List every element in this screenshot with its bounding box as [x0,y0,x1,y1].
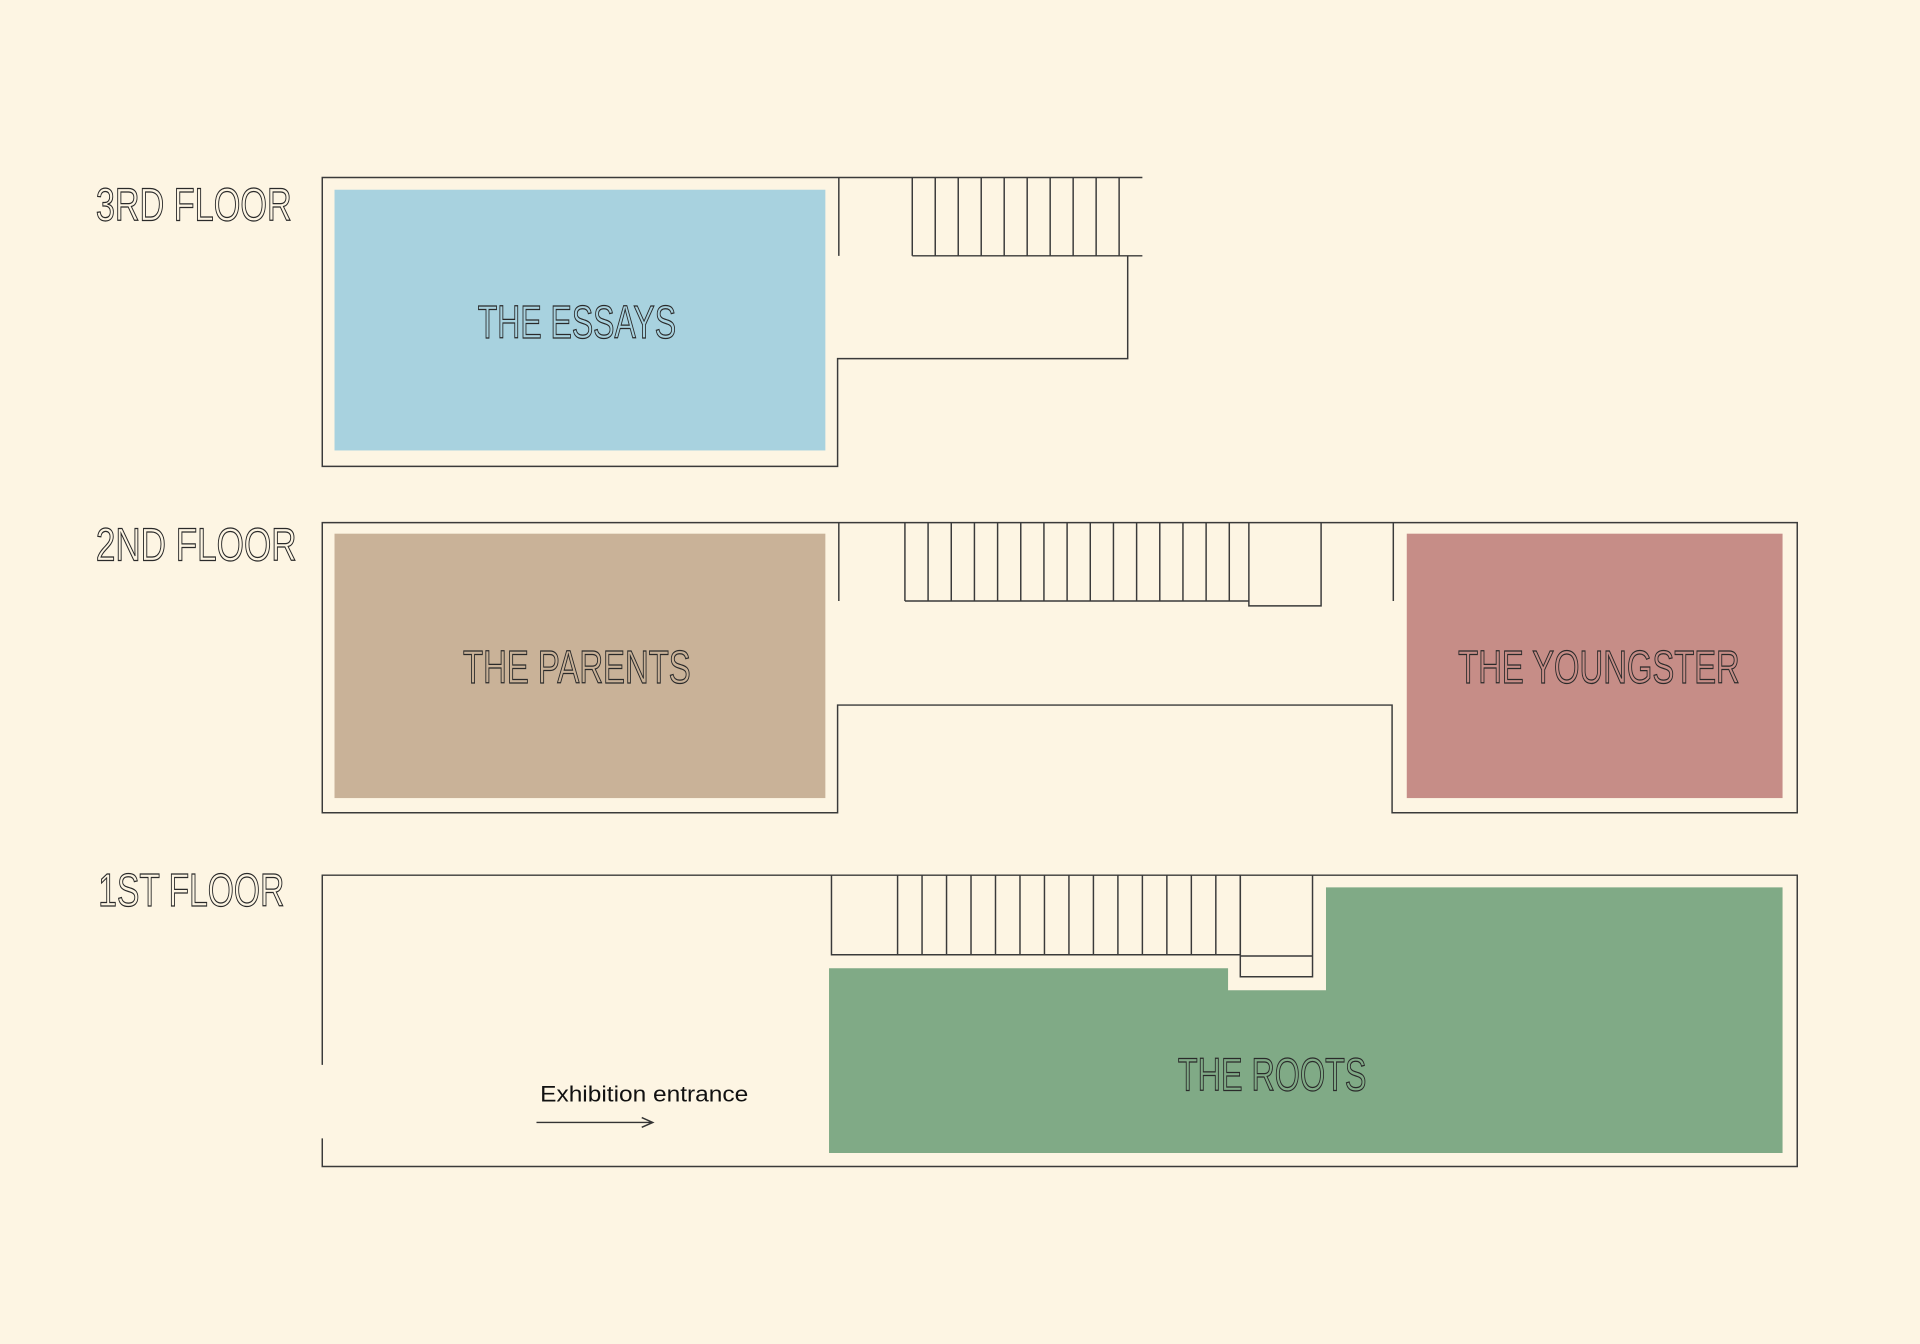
floor-label-3rd: 3RD FLOOR [96,178,292,230]
floor-label-1st: 1ST FLOOR [98,864,284,916]
second-floor: 2ND FLOOR THE PARENTS THE YOUNGSTER [95,518,1798,814]
wall [321,521,1798,814]
room-the-youngster[interactable] [1406,533,1783,799]
entrance-arrow-icon [536,1116,655,1129]
wall [321,874,1798,1168]
room-label-the-parents: THE PARENTS [463,641,691,693]
third-floor: 3RD FLOOR THE ESSAYS [95,176,1143,468]
room-label-the-essays: THE ESSAYS [478,296,676,348]
staircase [896,875,1242,955]
room-the-essays[interactable] [334,189,826,451]
entrance-label: Exhibition entrance [540,1082,748,1107]
staircase [911,177,1120,256]
staircase [904,522,1231,602]
room-the-parents[interactable] [334,533,826,799]
room-the-roots[interactable] [829,887,1783,1154]
floor-label-2nd: 2ND FLOOR [96,519,297,571]
first-floor: 1ST FLOOR THE ROOTS Exhibition entrance [98,863,1798,1168]
room-label-the-roots: THE ROOTS [1178,1049,1367,1101]
room-label-the-youngster: THE YOUNGSTER [1458,641,1740,693]
